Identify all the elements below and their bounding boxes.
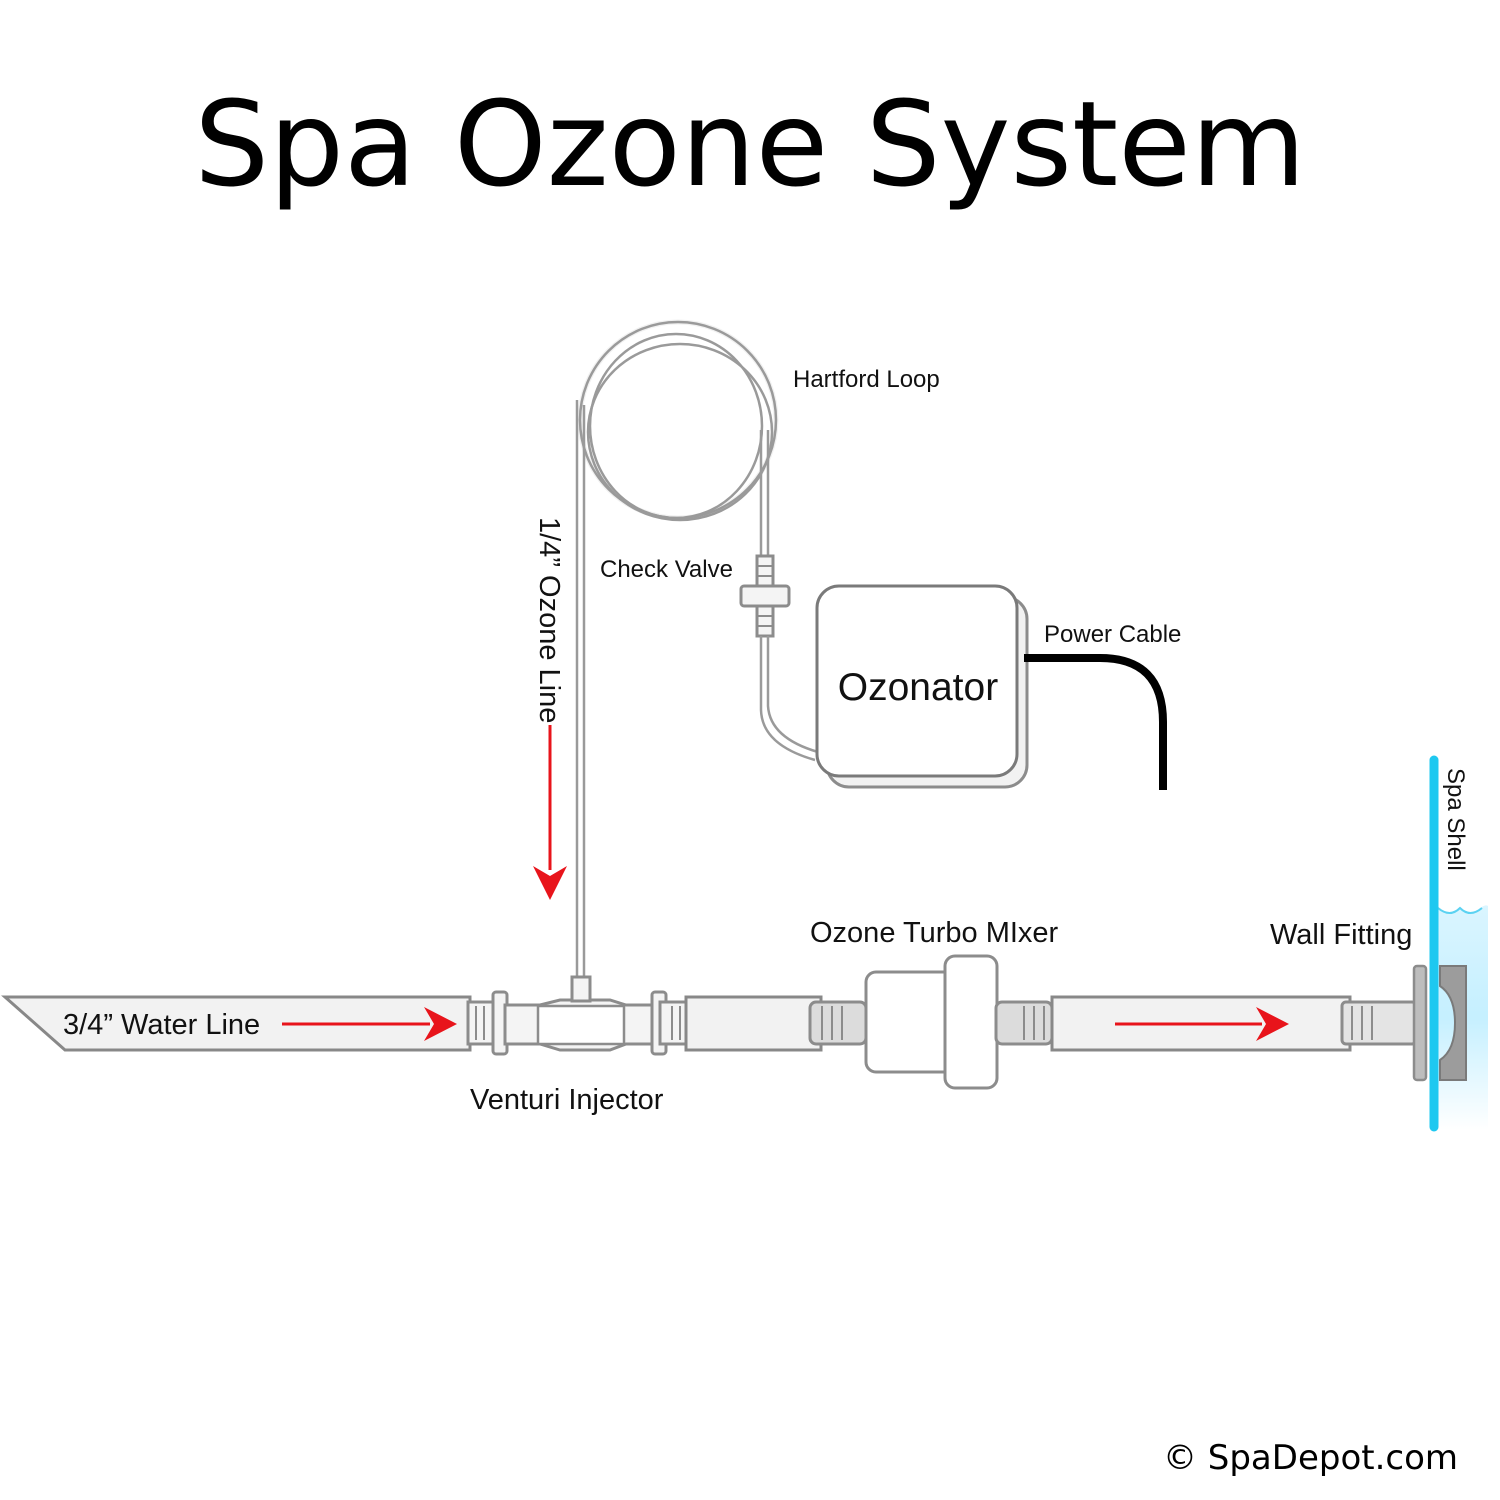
middle-pipe: [684, 995, 823, 1052]
wall-fitting-connector: [1340, 1000, 1418, 1046]
power-cable: [1024, 654, 1167, 790]
check-valve: [739, 554, 791, 638]
copyright: © SpaDepot.com: [1163, 1438, 1458, 1478]
inlet-flow-arrow: [282, 1007, 457, 1041]
inlet-pipe: [1, 995, 472, 1052]
ozone-line-tube: [575, 400, 586, 985]
ozone-line-label: 1/4” Ozone Line: [533, 517, 565, 723]
turbo-mixer-label: Ozone Turbo MIxer: [810, 917, 1059, 949]
valve-to-ozonator-tube: [759, 636, 819, 762]
spa-shell-label: Spa Shell: [1442, 768, 1469, 871]
check-valve-label: Check Valve: [600, 556, 733, 583]
power-cable-label: Power Cable: [1044, 621, 1181, 648]
water-line-label: 3/4” Water Line: [63, 1009, 260, 1041]
inlet-union: [466, 990, 509, 1056]
ozone-flow-arrow: [533, 725, 567, 900]
ozonator-box: [815, 584, 1029, 789]
hartford-loop-label: Hartford Loop: [793, 366, 940, 393]
hartford-loop: [577, 319, 779, 522]
venturi-outlet-union: [650, 990, 690, 1056]
page-title: Spa Ozone System: [194, 75, 1306, 213]
outlet-flow-arrow: [1115, 1007, 1289, 1041]
ozonator-label: Ozonator: [838, 666, 998, 709]
mixer-outlet-connector: [994, 1000, 1054, 1046]
loop-to-valve-tube: [759, 430, 770, 560]
wall-fitting-label: Wall Fitting: [1270, 919, 1412, 951]
venturi-injector-label: Venturi Injector: [470, 1084, 664, 1116]
mixer-inlet-connector: [808, 1000, 868, 1046]
ozone-turbo-mixer: [864, 954, 999, 1090]
venturi-injector: [503, 975, 657, 1052]
wall-fitting: [1412, 964, 1467, 1082]
